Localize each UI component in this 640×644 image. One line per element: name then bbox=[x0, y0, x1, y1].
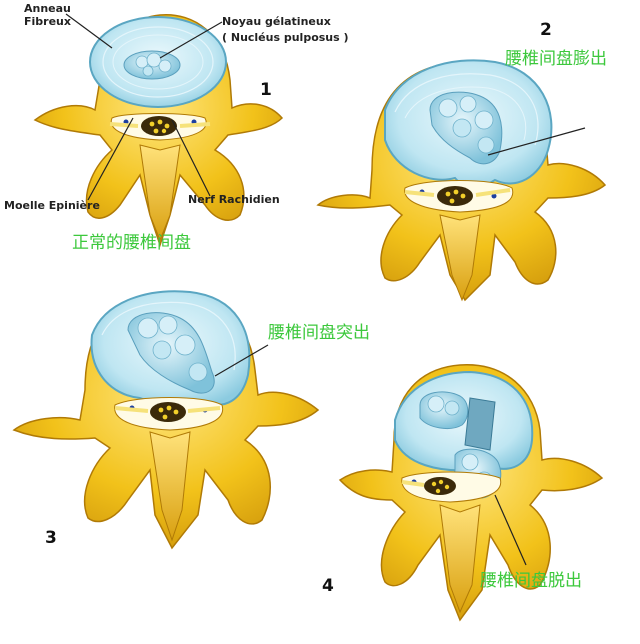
anneau-label-line1: Anneau bbox=[24, 2, 71, 15]
stage-3-caption: 腰椎间盘突出 bbox=[268, 323, 370, 343]
leader-nerf bbox=[171, 119, 211, 197]
leader-line-2 bbox=[487, 127, 586, 156]
noyau-label-line1: Noyau gélatineux bbox=[222, 15, 331, 28]
annulus-tear-4 bbox=[464, 397, 496, 451]
anneau-label: Anneau Fibreux bbox=[24, 2, 71, 28]
spinal-canal-1 bbox=[109, 113, 211, 141]
nucleus-2 bbox=[429, 91, 503, 165]
stage-1-number: 1 bbox=[260, 80, 272, 100]
moelle-label: Moelle Epinière bbox=[4, 199, 100, 212]
leader-line-4 bbox=[494, 494, 527, 566]
vertebra-stage-2 bbox=[316, 59, 607, 302]
anneau-label-line2: Fibreux bbox=[24, 15, 71, 28]
leader-line-3 bbox=[214, 344, 269, 377]
stage-2-caption: 腰椎间盘膨出 bbox=[505, 49, 607, 69]
nucleus-4 bbox=[419, 391, 469, 429]
spinal-canal-2 bbox=[404, 180, 514, 213]
nerve-root-right-1 bbox=[179, 122, 211, 128]
stage-1-caption: 正常的腰椎间盘 bbox=[72, 233, 191, 253]
stage-2-number: 2 bbox=[540, 20, 552, 40]
stage-4-number: 4 bbox=[322, 576, 334, 596]
spinous-process-1 bbox=[139, 144, 181, 242]
leader-noyau bbox=[159, 21, 223, 59]
spinal-cord-1 bbox=[141, 116, 177, 136]
spinous-process-4 bbox=[439, 504, 481, 614]
nerf-label: Nerf Rachidien bbox=[188, 193, 280, 206]
spinal-canal-4 bbox=[401, 471, 502, 503]
label-leaders bbox=[65, 13, 223, 201]
stage-4-caption: 腰椎间盘脱出 bbox=[480, 571, 582, 591]
nerve-root-left-1 bbox=[109, 122, 139, 128]
spinous-process-3 bbox=[149, 431, 191, 542]
noyau-label: Noyau gélatineux ( Nucléus pulposus ) bbox=[222, 15, 349, 44]
spinal-canal-3 bbox=[114, 397, 224, 431]
leader-moelle bbox=[87, 117, 134, 201]
leader-anneau bbox=[65, 13, 113, 49]
stage-3-number: 3 bbox=[45, 528, 57, 548]
nucleus-1 bbox=[123, 50, 181, 80]
noyau-label-line2: ( Nucléus pulposus ) bbox=[222, 31, 349, 44]
vertebra-stage-4 bbox=[338, 364, 604, 622]
vertebra-stage-3 bbox=[12, 290, 320, 550]
nucleus-3 bbox=[127, 312, 215, 394]
spinous-process-2 bbox=[439, 214, 481, 302]
